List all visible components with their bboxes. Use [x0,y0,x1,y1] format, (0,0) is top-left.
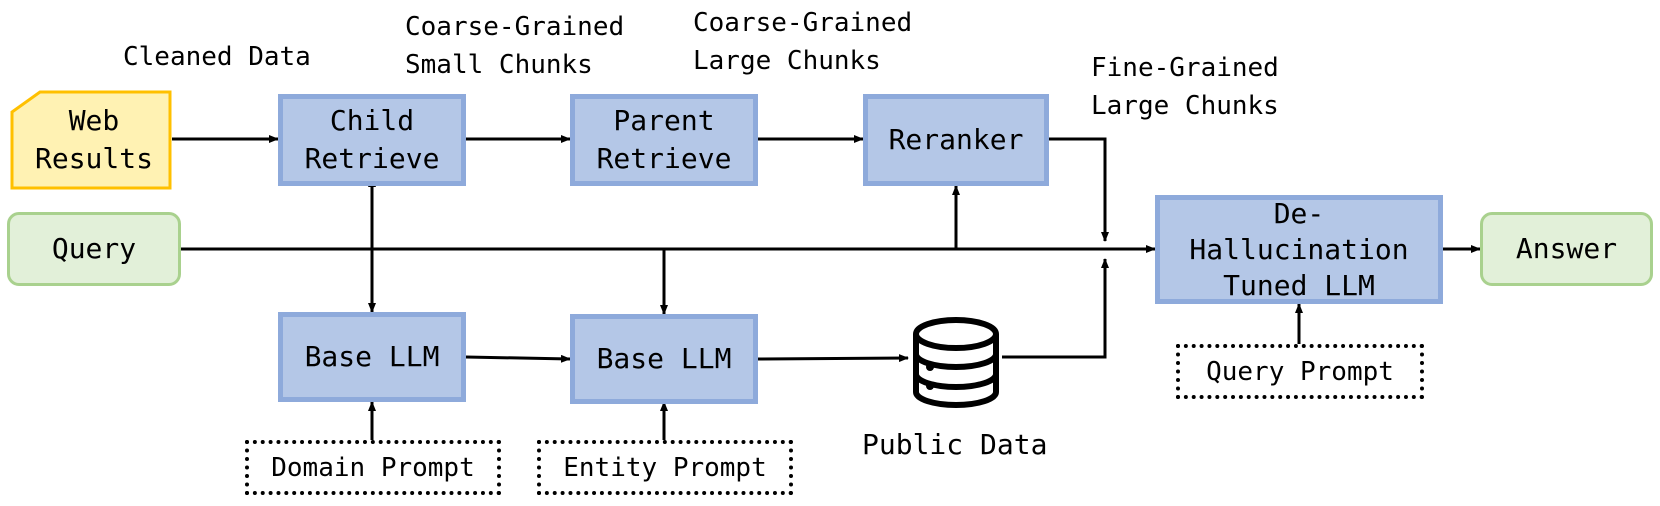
coarse-small-line-2: Small Chunks [405,50,593,80]
public-data-label: Public Data [862,426,1047,464]
domain-prompt-node: Domain Prompt [245,440,501,495]
entity-prompt-node: Entity Prompt [537,440,793,495]
base-llm-node-1: Base LLM [278,312,466,402]
database-icon [910,312,1002,412]
fine-large-line-2: Large Chunks [1091,91,1279,121]
de-hallucination-line-2: Hallucination [1189,232,1409,266]
child-retrieve-line-2: Retrieve [304,142,440,175]
base-llm-2-label: Base LLM [596,342,732,375]
reranker-node: Reranker [863,94,1049,186]
fine-large-chunks-label: Fine-Grained Large Chunks [1091,49,1279,125]
de-hallucination-line-1: De- [1273,196,1325,230]
arrow-base1-to-base2 [465,354,571,363]
coarse-large-line-2: Large Chunks [693,46,881,76]
coarse-large-line-1: Coarse-Grained [693,8,913,38]
query-label: Query [51,232,137,265]
coarse-large-chunks-label: Coarse-Grained Large Chunks [693,4,912,80]
coarse-small-chunks-label: Coarse-Grained Small Chunks [405,8,624,84]
query-prompt-node: Query Prompt [1176,344,1424,399]
parent-retrieve-node: Parent Retrieve [570,94,758,186]
web-results-line-2: Results [34,142,153,175]
de-hallucination-llm-node: De- Hallucination Tuned LLM [1155,195,1443,304]
base-llm-1-label: Base LLM [304,340,440,373]
child-retrieve-node: Child Retrieve [278,94,466,186]
reranker-label: Reranker [888,123,1024,156]
child-retrieve-line-1: Child [329,104,415,137]
arrow-base2-to-db [757,354,909,363]
entity-prompt-label: Entity Prompt [563,452,767,483]
coarse-small-line-1: Coarse-Grained [405,12,625,42]
arrow-reranker-to-merge [1049,137,1109,242]
answer-label: Answer [1515,232,1618,265]
answer-node: Answer [1480,212,1653,286]
parent-retrieve-line-1: Parent [613,104,715,137]
de-hallucination-line-3: Tuned LLM [1223,268,1375,302]
parent-retrieve-line-2: Retrieve [596,142,732,175]
web-results-line-1: Web [68,104,120,137]
fine-large-line-1: Fine-Grained [1091,53,1279,83]
cleaned-data-label: Cleaned Data [123,38,311,76]
query-node: Query [7,212,181,286]
arrow-db-to-merge [1002,258,1109,359]
query-prompt-label: Query Prompt [1206,356,1394,387]
web-results-node: Web Results [10,90,172,190]
document-shape-icon [10,90,172,190]
public-data-text: Public Data [862,428,1048,461]
database-cylinder-icon [913,317,999,408]
base-llm-node-2: Base LLM [570,314,758,404]
domain-prompt-label: Domain Prompt [271,452,475,483]
cleaned-data-text: Cleaned Data [123,42,311,72]
